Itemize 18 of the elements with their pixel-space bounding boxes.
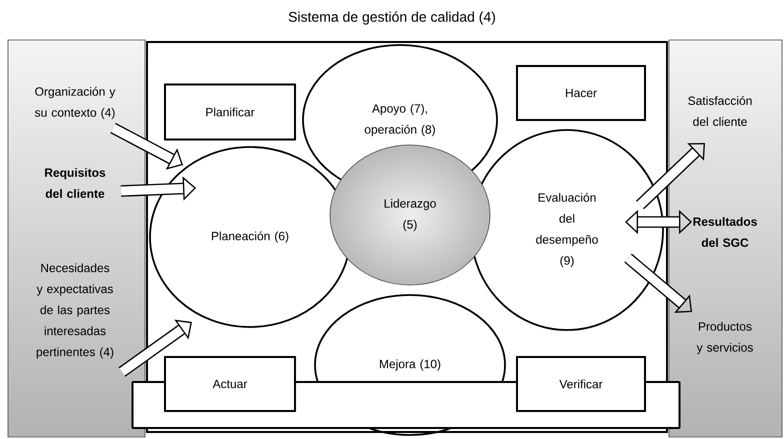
phase-box: Hacer — [516, 65, 646, 121]
side-panel — [668, 40, 782, 438]
title: Sistema de gestión de calidad (4) — [288, 11, 495, 25]
side-panel — [8, 40, 146, 438]
block-arrow — [118, 320, 192, 377]
block-arrow — [625, 210, 692, 234]
phase-box: Verificar — [516, 356, 646, 412]
flow-label: Productos y servicios — [696, 322, 753, 354]
phase-box: Actuar — [164, 356, 296, 412]
block-arrow — [624, 254, 692, 313]
system-frame — [146, 41, 668, 433]
block-arrow — [636, 143, 705, 210]
flow-label: Resultados del SGC — [693, 217, 757, 247]
flow-label: Organización y su contexto (4) — [34, 86, 116, 120]
flow-label: Satisfacción del cliente — [688, 96, 752, 126]
flow-label: Necesidades y expectativas de las partes interesadas pertinentes (4) — [36, 263, 114, 359]
flow-label: Requisitos del cliente — [45, 168, 106, 198]
phase-box: Planificar — [164, 84, 296, 140]
